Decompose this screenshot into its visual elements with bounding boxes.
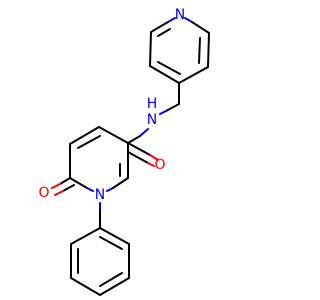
- pyridine-ring: [149, 17, 210, 84]
- bond: [159, 110, 167, 115]
- molecule-structure: N N H O N O: [38, 7, 210, 296]
- bond: [59, 177, 71, 185]
- bond: [112, 177, 129, 189]
- bond: [149, 31, 152, 67]
- bond: [184, 17, 193, 23]
- pyridone-ring: [69, 126, 129, 192]
- ketone-oxygen-label: O: [38, 185, 49, 201]
- bond: [149, 65, 180, 84]
- bond: [69, 126, 100, 145]
- bond: [127, 135, 141, 144]
- bond: [150, 21, 169, 33]
- amide-group: [127, 128, 159, 167]
- phenyl-ring: [70, 202, 130, 296]
- bond: [191, 21, 210, 34]
- bond: [51, 183, 61, 189]
- bond: [99, 272, 123, 287]
- bond: [106, 187, 114, 192]
- amide-hydrogen-label: H: [147, 96, 158, 112]
- bond: [77, 135, 101, 149]
- bond: [54, 190, 64, 196]
- bond: [99, 227, 130, 245]
- bond: [69, 177, 88, 189]
- pyridine-nitrogen-label: N: [175, 7, 185, 23]
- bond: [70, 277, 101, 296]
- bond: [98, 126, 129, 144]
- bond: [178, 66, 209, 84]
- bond: [99, 236, 123, 250]
- bond: [167, 17, 176, 23]
- bond: [207, 32, 210, 68]
- bond: [149, 154, 159, 161]
- bond: [86, 187, 94, 192]
- bond: [127, 142, 151, 156]
- amide-oxygen-label: O: [154, 157, 165, 173]
- bond: [127, 151, 149, 164]
- molecule-canvas: N N H O N O: [38, 7, 210, 296]
- bond: [198, 37, 201, 64]
- bond: [157, 61, 181, 75]
- amide-nitrogen-label: N: [147, 112, 157, 128]
- bond: [62, 184, 75, 192]
- bond: [99, 277, 130, 296]
- ketone-group: [51, 177, 75, 196]
- methylene-linker: [159, 82, 180, 115]
- bond: [70, 227, 101, 245]
- pyridone-nitrogen-label: N: [95, 187, 105, 203]
- bond: [139, 128, 149, 137]
- bond: [157, 28, 171, 37]
- bond: [165, 103, 180, 112]
- bond: [147, 162, 155, 167]
